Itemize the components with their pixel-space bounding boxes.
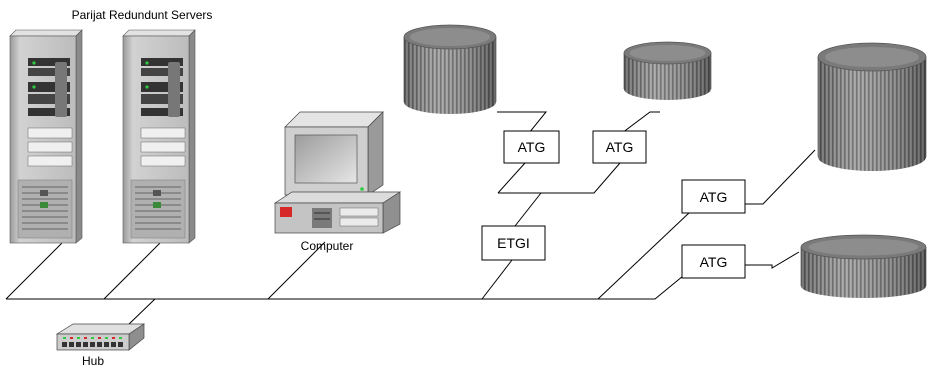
device-label: ATG (700, 254, 728, 270)
server2-link-line (103, 242, 161, 300)
tank1-link-line (497, 111, 548, 134)
tank4-link-line (745, 251, 800, 269)
hub-link-line (126, 298, 156, 327)
server-tower-icon (122, 29, 196, 244)
etgi-up-line (514, 192, 542, 227)
atg-pair-bottom (498, 162, 621, 194)
device-atg-1: ATG (503, 130, 560, 164)
device-etgi: ETGI (481, 225, 546, 261)
storage-tank-icon (800, 234, 927, 298)
tank3-link-line (745, 149, 816, 205)
device-label: ETGI (497, 235, 530, 251)
servers-title: Parijat Redundunt Servers (72, 8, 213, 22)
storage-tank-icon (623, 41, 712, 100)
atg-pair-network (497, 162, 526, 194)
desktop-computer-icon (273, 111, 402, 234)
server-tower-icon (9, 29, 83, 244)
device-label: ATG (700, 189, 728, 205)
device-atg-3: ATG (681, 179, 746, 214)
atg-upper-link-line (597, 211, 691, 300)
device-atg-4: ATG (681, 244, 746, 279)
storage-tank-icon (817, 42, 927, 171)
device-atg-2: ATG (592, 130, 647, 164)
computer-label: Computer (301, 239, 354, 253)
tank2-link-line (621, 111, 660, 134)
computer-link-line (267, 241, 326, 300)
connection-lines (5, 111, 816, 327)
device-label: ATG (606, 139, 634, 155)
storage-tank-icon (403, 24, 497, 114)
network-hub-icon (55, 323, 146, 351)
etgi-link-line (481, 259, 513, 300)
device-label: ATG (518, 139, 546, 155)
hub-label: Hub (82, 354, 104, 366)
server1-link-line (5, 242, 63, 300)
bus-to-atg-lower (598, 275, 684, 300)
